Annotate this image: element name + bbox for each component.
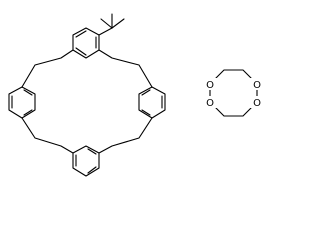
chemical-structure-figure: O O O O: [8, 13, 265, 177]
crown-ether-ring: [209, 69, 258, 117]
oxygen-atom-top-right: O: [249, 78, 265, 91]
methylene-bridge-bottom-left: [21, 117, 74, 154]
methylene-bridge-top-left: [21, 49, 74, 88]
oxygen-atom-bottom-right: O: [249, 96, 265, 109]
left-benzene-ring: [8, 86, 36, 119]
right-benzene-ring: [138, 86, 166, 119]
oxygen-atom-bottom-left: O: [202, 96, 218, 109]
methylene-bridge-bottom-right: [98, 117, 153, 154]
oxygen-label: O: [253, 98, 261, 109]
oxygen-atom-top-left: O: [202, 78, 218, 91]
oxygen-label: O: [206, 80, 214, 91]
methylene-bridge-top-right: [98, 49, 153, 88]
oxygen-label: O: [206, 98, 214, 109]
crown-ether-molecule: O O O O: [202, 69, 265, 117]
bottom-benzene-ring: [72, 145, 100, 177]
tert-butyl-group: [98, 13, 125, 36]
oxygen-label: O: [253, 80, 261, 91]
calixarene-molecule: [8, 13, 166, 177]
top-benzene-ring: [72, 27, 100, 59]
